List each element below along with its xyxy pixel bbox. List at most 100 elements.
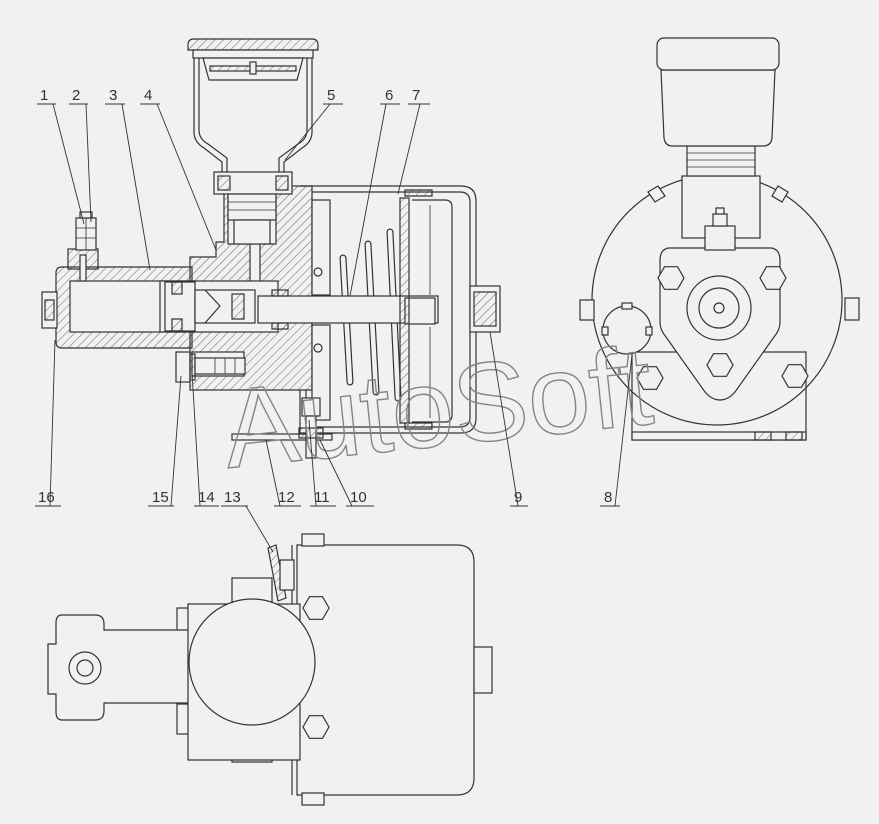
leader-line bbox=[121, 103, 151, 271]
flange-nut bbox=[302, 596, 330, 620]
bleed-passage bbox=[79, 254, 87, 282]
flange-bolt bbox=[301, 792, 325, 806]
neck-seal bbox=[275, 175, 289, 191]
callout-number: 14 bbox=[198, 489, 215, 506]
bracket-weld bbox=[754, 431, 772, 441]
leader-line bbox=[349, 103, 387, 297]
callout-14: 14 bbox=[191, 371, 219, 507]
piston-cup-seal bbox=[171, 318, 183, 332]
cylinder-extension bbox=[47, 614, 191, 721]
flange-nut bbox=[759, 266, 787, 290]
callout-number: 9 bbox=[514, 489, 522, 506]
rim-bolt bbox=[647, 185, 666, 203]
leader-line bbox=[614, 354, 633, 507]
callout-number: 1 bbox=[40, 87, 48, 104]
plan-view bbox=[47, 533, 493, 806]
callout-16: 16 bbox=[35, 339, 61, 507]
body-bolt bbox=[176, 703, 190, 735]
shell-seam bbox=[404, 422, 433, 430]
callout-number: 8 bbox=[604, 489, 612, 506]
callout-number: 10 bbox=[350, 489, 367, 506]
callout-8: 8 bbox=[600, 354, 633, 507]
callout-12: 12 bbox=[265, 439, 301, 507]
leader-line bbox=[489, 331, 519, 507]
leader-line bbox=[170, 375, 182, 507]
piston-body bbox=[194, 289, 256, 324]
callout-2: 2 bbox=[69, 87, 92, 223]
diaphragm-plate bbox=[399, 197, 410, 424]
reservoir-neck bbox=[686, 145, 756, 177]
outlet-nipple bbox=[712, 213, 728, 227]
callout-3: 3 bbox=[105, 87, 151, 271]
spring-end bbox=[313, 267, 323, 277]
guide-sleeve-upper bbox=[311, 199, 331, 296]
callout-number: 4 bbox=[144, 87, 152, 104]
side-bolt bbox=[579, 299, 595, 321]
flange-nut bbox=[657, 266, 685, 290]
shell-seam bbox=[404, 189, 433, 197]
filter-notch bbox=[621, 302, 633, 310]
fitting-stem bbox=[233, 219, 271, 245]
reservoir-body bbox=[660, 69, 776, 147]
rod-nut bbox=[404, 297, 436, 325]
outlet-fitting bbox=[704, 225, 736, 251]
booster-shell-inner bbox=[305, 191, 471, 428]
bolt-shaft bbox=[194, 357, 246, 375]
callout-15: 15 bbox=[148, 375, 182, 507]
callout-4: 4 bbox=[140, 87, 217, 251]
piston-insert bbox=[231, 293, 245, 320]
callout-13: 13 bbox=[221, 489, 274, 553]
booster-piston bbox=[399, 197, 453, 424]
callout-number: 6 bbox=[385, 87, 393, 104]
rim-bolt bbox=[771, 185, 789, 203]
leader-line bbox=[191, 371, 201, 507]
callout-number: 5 bbox=[327, 87, 335, 104]
mounting-flange bbox=[231, 433, 333, 441]
filter-stud bbox=[249, 61, 257, 75]
port-inner bbox=[76, 659, 94, 677]
rod-seal bbox=[271, 322, 289, 330]
callout-number: 12 bbox=[278, 489, 295, 506]
fluid-reservoir bbox=[187, 38, 319, 176]
callout-10: 10 bbox=[319, 439, 374, 507]
filter-notch bbox=[645, 326, 653, 336]
vacuum-filter bbox=[601, 302, 653, 355]
bracket-nut bbox=[781, 364, 809, 388]
end-plug-core bbox=[44, 299, 55, 321]
callout-6: 6 bbox=[349, 87, 400, 297]
callout-number: 15 bbox=[152, 489, 169, 506]
flange-nut bbox=[302, 715, 330, 739]
filter-notch bbox=[601, 326, 609, 336]
leader-line bbox=[308, 419, 317, 507]
spring-end bbox=[313, 343, 323, 353]
piston-cup-seal bbox=[171, 281, 183, 295]
piston-cone bbox=[204, 289, 221, 324]
callout-number: 7 bbox=[412, 87, 420, 104]
reservoir-cap-skirt bbox=[192, 49, 314, 59]
callout-7: 7 bbox=[397, 87, 430, 195]
booster-housing bbox=[299, 185, 477, 434]
reservoir-wall-left-inner bbox=[198, 58, 228, 176]
bracket-nut bbox=[636, 366, 664, 390]
flange-bolt bbox=[301, 533, 325, 547]
callout-5: 5 bbox=[284, 87, 343, 161]
side-bolt bbox=[844, 297, 860, 321]
callout-9: 9 bbox=[489, 331, 528, 507]
callout-1: 1 bbox=[37, 87, 85, 225]
callout-number: 16 bbox=[38, 489, 55, 506]
cylinder-boss bbox=[686, 275, 752, 341]
leader-line bbox=[397, 103, 421, 195]
callout-number: 2 bbox=[72, 87, 80, 104]
reservoir-lid bbox=[656, 37, 780, 71]
leader-line bbox=[49, 339, 56, 507]
booster-shell-outer bbox=[299, 185, 477, 434]
piston-rod bbox=[257, 289, 439, 330]
neck-seal bbox=[217, 175, 231, 191]
bracket-weld bbox=[785, 431, 803, 441]
callouts: 1 2 3 4 5 6 7 bbox=[35, 87, 633, 553]
leader-line bbox=[52, 103, 85, 225]
leader-line bbox=[284, 103, 331, 161]
flange-nut bbox=[706, 353, 734, 377]
leader-line bbox=[156, 103, 217, 251]
